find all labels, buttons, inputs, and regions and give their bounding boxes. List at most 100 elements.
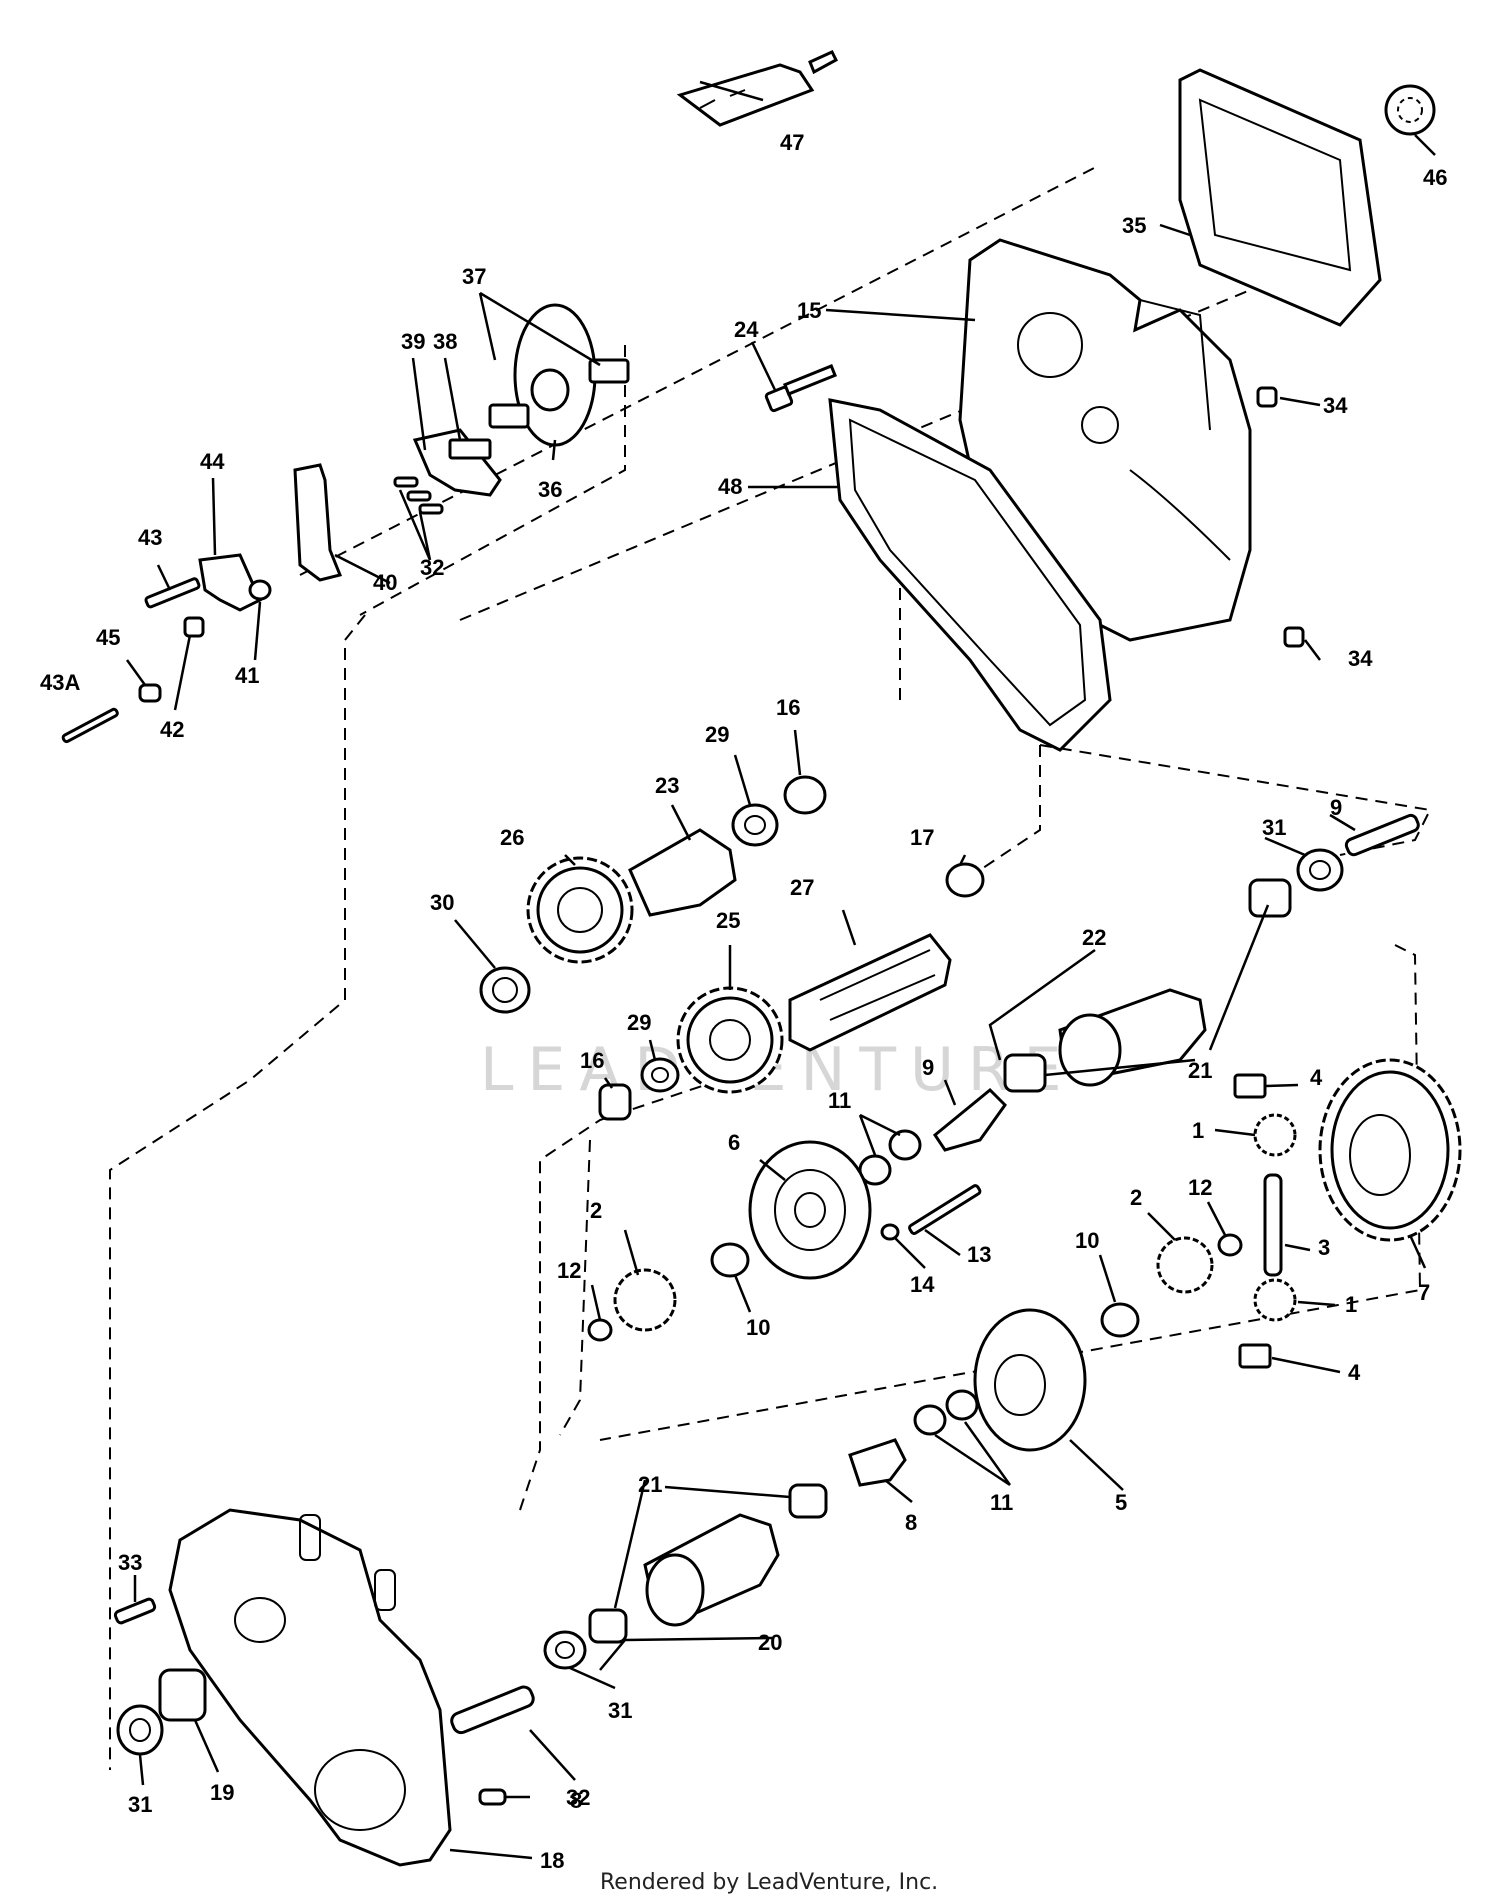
block-4-upper-shape [1233,1073,1267,1099]
callout-39: 39 [401,329,425,354]
shaft-3-shape [1263,1173,1283,1277]
bearing-31-mid-shape [543,1630,587,1670]
callout-12-right: 12 [1188,1175,1212,1200]
plug-shape-upper [1256,386,1278,408]
washer-10-left-shape [710,1242,750,1278]
callout-45: 45 [96,625,120,650]
spline-shaft-27-shape [788,933,952,1052]
callout-43: 43 [138,525,162,550]
callout-2-left: 2 [590,1198,602,1223]
pin-9-upper-shape [1344,813,1420,857]
callout-2-right: 2 [1130,1185,1142,1210]
bearing-19-shape [158,1668,207,1722]
washer-11-lower-b-shape [945,1389,979,1421]
callout-31-upper: 31 [1262,815,1286,840]
bushing-21-lower-b-shape [588,1608,628,1644]
callout-9-mid: 9 [922,1055,934,1080]
callout-35: 35 [1122,213,1146,238]
callout-4-upper: 4 [1310,1065,1323,1090]
washer-10-right-shape [1100,1302,1140,1338]
callout-7: 7 [1418,1280,1430,1305]
callout-48: 48 [718,474,742,499]
bevel-gear-2-left-shape [613,1268,677,1332]
pin-9-mid-shape [932,1087,1007,1152]
callout-10-right: 10 [1075,1228,1099,1253]
washer-11-lower-a-shape [913,1404,947,1436]
callout-5: 5 [1115,1490,1127,1515]
pin-8-lower-shape [450,1685,535,1735]
washer-41-shape [248,579,272,601]
callout-44: 44 [200,449,225,474]
pinion-shaft-23-shape [628,828,737,917]
callout-31-mid: 31 [608,1698,632,1723]
cover-shape [1178,68,1382,327]
plug-shape-lower [1283,626,1305,648]
bearing-31-upper-shape [1296,848,1344,892]
callout-1-upper: 1 [1192,1118,1204,1143]
callout-21-lower: 21 [638,1472,662,1497]
callout-40: 40 [373,570,397,595]
callout-8-lower: 8 [570,1788,582,1813]
bolt-13-shape [908,1184,982,1235]
gear-25-shape [676,986,784,1094]
callout-27: 27 [790,875,814,900]
callout-38: 38 [433,329,457,354]
bearing-16-lower-shape [598,1083,632,1121]
callout-6: 6 [728,1130,740,1155]
callout-14: 14 [910,1272,935,1297]
callout-19: 19 [210,1780,234,1805]
callout-15: 15 [797,298,821,323]
callout-32-lower: 32 [566,1785,590,1810]
pinion-1-upper-shape [1253,1113,1297,1157]
mount-bracket-shape [198,553,262,612]
bearing-31-lower-shape [116,1704,164,1756]
bushing-21-upper-b-shape [1003,1053,1047,1093]
small-gear-shape [1384,84,1436,136]
callout-10-left: 10 [746,1315,770,1340]
lever-plate-shape [293,463,343,582]
part-shapes [61,50,1462,1867]
grease-tube-shape [676,50,838,127]
pinion-1-lower-shape [1253,1278,1297,1322]
block-4-lower-shape [1238,1343,1272,1369]
callout-26: 26 [500,825,524,850]
washer-30-shape [479,966,531,1014]
bolt-33-shape [113,1597,157,1625]
callout-8-upper: 8 [905,1510,917,1535]
stub-shaft-8-upper-shape [848,1438,907,1487]
callout-23: 23 [655,773,679,798]
ring-gear-7-shape [1318,1058,1462,1242]
hub-5-shape [973,1308,1087,1452]
callout-36: 36 [538,477,562,502]
callout-25: 25 [716,908,740,933]
bevel-gear-2-right-shape [1156,1236,1214,1294]
callout-37: 37 [462,264,486,289]
brake-bracket-shape [412,428,502,497]
leader-lines [125,80,1436,1860]
callout-12-left: 12 [557,1258,581,1283]
callout-11-lower: 11 [990,1490,1013,1515]
callout-9-upper: 9 [1330,795,1342,820]
washer-12-right-shape [1217,1233,1243,1257]
nut-42-shape [183,616,205,638]
callout-24: 24 [734,317,759,342]
hub-6-shape [748,1140,872,1280]
callout-41: 41 [235,663,259,688]
callout-13: 13 [967,1242,991,1267]
callout-47: 47 [780,130,804,155]
callout-46: 46 [1423,165,1447,190]
washer-29-lower-shape [640,1057,680,1093]
bearing-17-shape [945,862,985,898]
callout-30: 30 [430,890,454,915]
bearing-16-upper-shape [783,775,827,815]
callout-4-lower: 4 [1348,1360,1361,1385]
footer-credit: Rendered by LeadVenture, Inc. [600,1870,938,1895]
callout-17: 17 [910,825,934,850]
bolt-43-shape [144,577,201,609]
washer-14-shape [880,1223,900,1241]
callout-29-lower: 29 [627,1010,651,1035]
bolt-24-shape [764,364,838,413]
gear-26-shape [526,856,634,964]
washer-11-upper-b-shape [888,1129,922,1161]
